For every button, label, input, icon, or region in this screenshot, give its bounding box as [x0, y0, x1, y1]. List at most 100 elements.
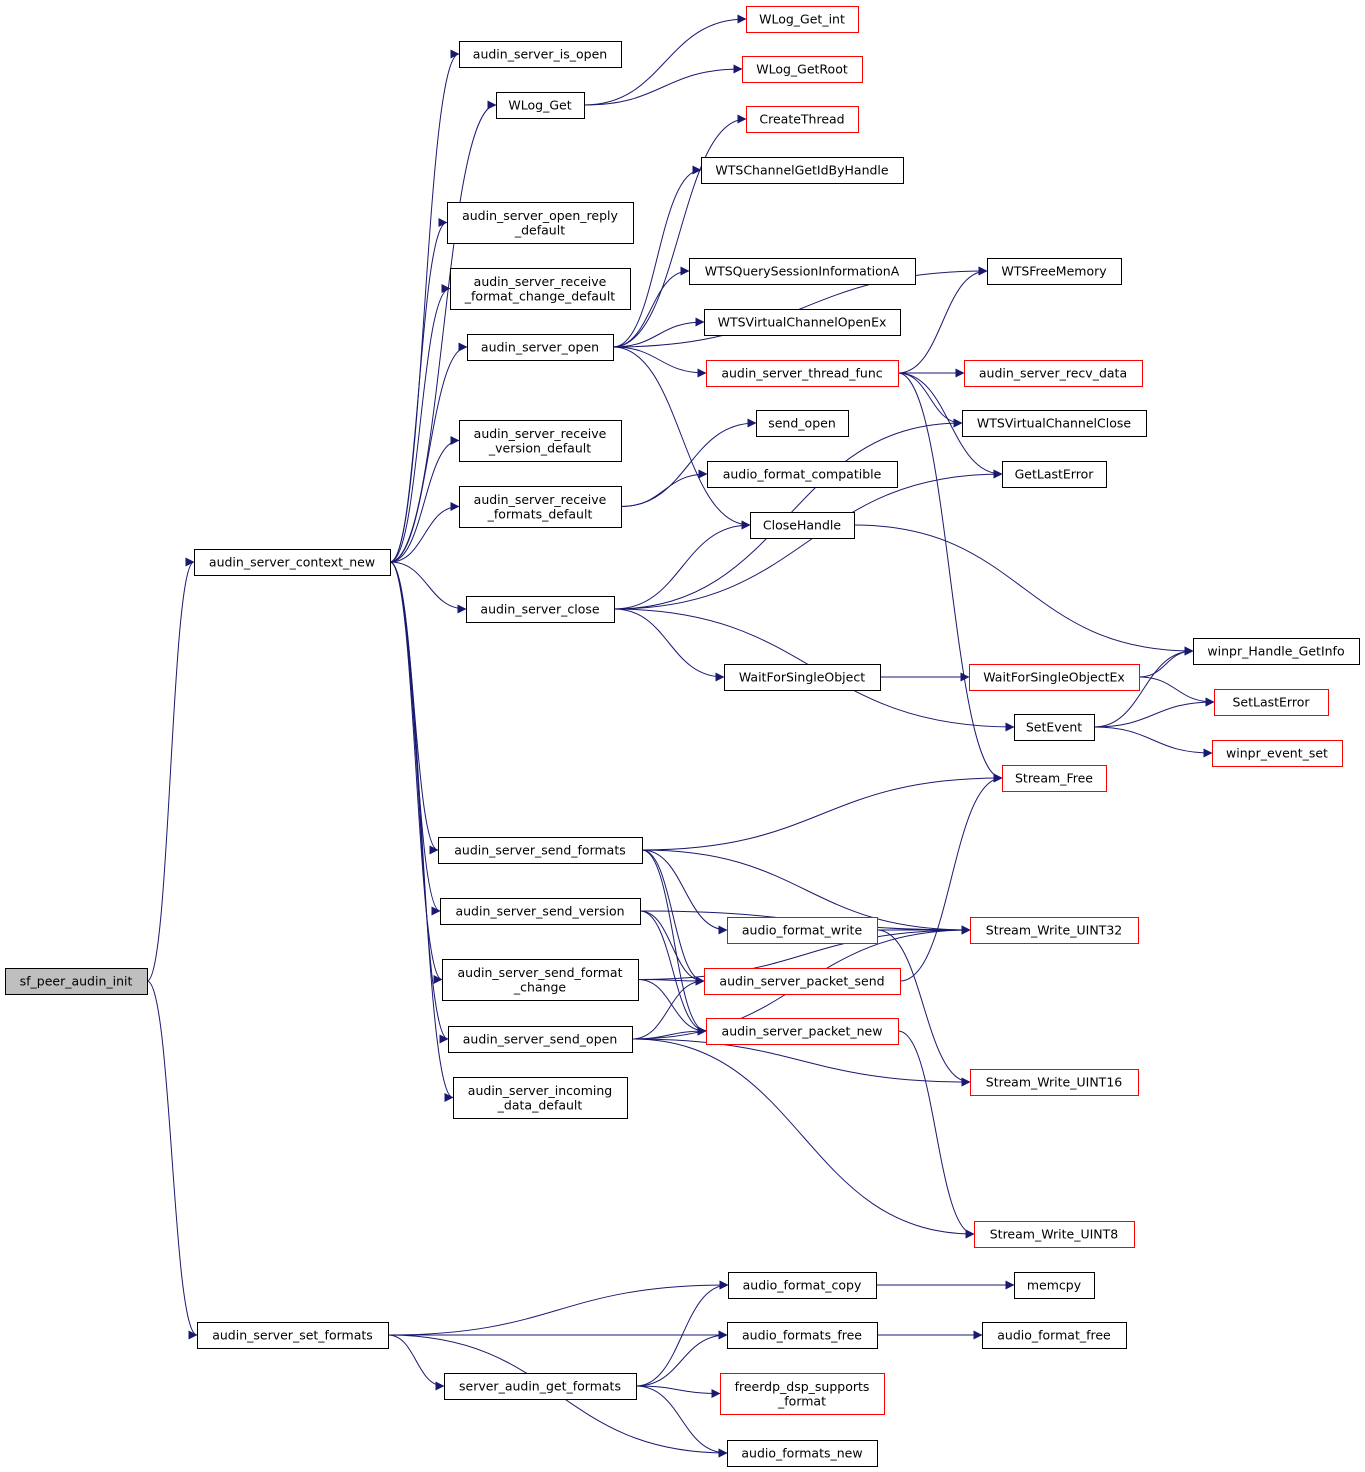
node-label: audin_server_packet_send: [719, 974, 884, 989]
node-box: [5, 968, 148, 995]
function-node-wlog-get-int[interactable]: WLog_Get_int: [746, 6, 859, 33]
function-node-audin-server-context-new[interactable]: audin_server_context_new: [194, 549, 391, 576]
function-node-freerdp-dsp-supports-format[interactable]: freerdp_dsp_supports_format: [720, 1373, 885, 1415]
function-node-audin-server-open-reply-default[interactable]: audin_server_open_reply_default: [447, 202, 634, 244]
node-label: winpr_event_set: [1226, 746, 1328, 761]
node-label: audio_format_copy: [743, 1278, 862, 1293]
node-label: CloseHandle: [763, 518, 841, 533]
function-node-audin-server-receive-format-change-default[interactable]: audin_server_receive_format_change_defau…: [450, 268, 631, 310]
node-box: [969, 664, 1140, 691]
function-node-stream-free[interactable]: Stream_Free: [1002, 765, 1107, 792]
call-edge-path: [612, 165, 702, 348]
function-node-audin-server-receive-version-default[interactable]: audin_server_receive_version_default: [459, 420, 622, 462]
function-node-wtsquerysessioninformationa[interactable]: WTSQuerySessionInformationA: [689, 258, 916, 285]
function-node-send-open[interactable]: send_open: [756, 410, 849, 437]
node-box: [442, 959, 639, 1001]
function-node-audin-server-close[interactable]: audin_server_close: [466, 596, 615, 623]
function-node-audin-server-is-open[interactable]: audin_server_is_open: [459, 41, 622, 68]
call-edge: [389, 49, 460, 563]
node-box: [987, 258, 1122, 285]
node-box: [706, 1018, 899, 1045]
function-node-setlasterror[interactable]: SetLastError: [1214, 689, 1329, 716]
function-node-audin-server-send-formats[interactable]: audin_server_send_formats: [438, 837, 643, 864]
function-node-audin-server-receive-formats-default[interactable]: audin_server_receive_formats_default: [459, 486, 622, 528]
function-node-closehandle[interactable]: CloseHandle: [750, 512, 855, 539]
function-node-wlog-get[interactable]: WLog_Get: [496, 92, 585, 119]
function-node-server-audin-get-formats[interactable]: server_audin_get_formats: [444, 1373, 637, 1400]
node-label: WLog_GetRoot: [756, 62, 848, 77]
function-node-sf-peer-audin-init: sf_peer_audin_init: [5, 968, 148, 995]
node-label: Stream_Write_UINT8: [990, 1227, 1119, 1242]
node-box: [970, 1069, 1139, 1096]
node-box: [444, 1373, 637, 1400]
function-node-audio-formats-free[interactable]: audio_formats_free: [727, 1322, 878, 1349]
call-edge: [1138, 646, 1194, 678]
node-box: [728, 1272, 877, 1299]
function-node-audio-formats-new[interactable]: audio_formats_new: [727, 1440, 878, 1467]
function-node-audin-server-send-format-change[interactable]: audin_server_send_format_change: [442, 959, 639, 1001]
call-edge-path: [897, 372, 963, 428]
function-node-audin-server-incoming-data-default[interactable]: audin_server_incoming_data_default: [453, 1077, 628, 1119]
call-edge-path: [583, 14, 747, 106]
node-label: WTSFreeMemory: [1001, 264, 1107, 279]
function-node-audin-server-send-open[interactable]: audin_server_send_open: [448, 1026, 633, 1053]
function-node-audin-server-packet-new[interactable]: audin_server_packet_new: [706, 1018, 899, 1045]
function-node-createthread[interactable]: CreateThread: [746, 106, 859, 133]
function-node-getlasterror[interactable]: GetLastError: [1002, 461, 1107, 488]
call-edge: [387, 1280, 729, 1336]
function-node-stream-write-uint32[interactable]: Stream_Write_UINT32: [970, 917, 1139, 944]
function-node-waitforsingleobjectex[interactable]: WaitForSingleObjectEx: [969, 664, 1140, 691]
node-box: [197, 1322, 389, 1349]
function-node-audio-format-write[interactable]: audio_format_write: [727, 917, 878, 944]
call-edge-path: [612, 346, 707, 378]
call-edge: [635, 1280, 729, 1387]
call-edge: [389, 561, 443, 984]
call-edge-path: [389, 561, 443, 984]
node-box: [1014, 1272, 1095, 1299]
node-label: audin_server_packet_new: [722, 1024, 883, 1039]
call-edge: [639, 910, 705, 986]
call-edge: [146, 557, 195, 982]
function-node-audin-server-send-version[interactable]: audin_server_send_version: [440, 898, 641, 925]
function-node-wtsvirtualchannelclose[interactable]: WTSVirtualChannelClose: [962, 410, 1147, 437]
function-node-wtschannelgetidbyhandle[interactable]: WTSChannelGetIdByHandle: [701, 157, 904, 184]
function-node-wlog-getroot[interactable]: WLog_GetRoot: [742, 56, 863, 83]
function-node-winpr-event-set[interactable]: winpr_event_set: [1212, 740, 1343, 767]
call-edge-path: [639, 910, 705, 986]
function-node-wtsvirtualchannelopenex[interactable]: WTSVirtualChannelOpenEx: [704, 309, 901, 336]
function-node-setevent[interactable]: SetEvent: [1014, 714, 1095, 741]
call-edge: [897, 372, 963, 428]
function-node-audin-server-thread-func[interactable]: audin_server_thread_func: [706, 360, 899, 387]
call-edge: [389, 100, 497, 563]
node-box: [459, 420, 622, 462]
function-node-audio-format-compatible[interactable]: audio_format_compatible: [707, 461, 898, 488]
function-node-audio-format-free[interactable]: audio_format_free: [982, 1322, 1127, 1349]
call-edge: [897, 372, 1003, 783]
function-node-stream-write-uint16[interactable]: Stream_Write_UINT16: [970, 1069, 1139, 1096]
function-node-memcpy[interactable]: memcpy: [1014, 1272, 1095, 1299]
function-node-audio-format-copy[interactable]: audio_format_copy: [728, 1272, 877, 1299]
function-node-audin-server-open[interactable]: audin_server_open: [467, 334, 614, 361]
call-edge-path: [853, 524, 1194, 656]
node-box: [706, 360, 899, 387]
function-node-audin-server-set-formats[interactable]: audin_server_set_formats: [197, 1322, 389, 1349]
function-node-waitforsingleobject[interactable]: WaitForSingleObject: [724, 664, 881, 691]
function-node-stream-write-uint8[interactable]: Stream_Write_UINT8: [974, 1221, 1135, 1248]
node-label: Stream_Free: [1015, 771, 1093, 786]
function-node-audin-server-recv-data[interactable]: audin_server_recv_data: [964, 360, 1143, 387]
node-box: [447, 202, 634, 244]
call-edge-path: [897, 372, 1003, 783]
call-edge-path: [612, 114, 747, 348]
call-edge-path: [389, 561, 454, 1102]
call-edge: [635, 1385, 728, 1458]
node-label: winpr_Handle_GetInfo: [1207, 644, 1344, 659]
call-edge: [897, 1030, 975, 1239]
call-edge: [876, 929, 971, 1087]
node-label: audin_server_is_open: [473, 47, 607, 62]
function-node-wtsfreememory[interactable]: WTSFreeMemory: [987, 258, 1122, 285]
function-node-winpr-handle-getinfo[interactable]: winpr_Handle_GetInfo: [1193, 638, 1360, 665]
node-box: [746, 106, 859, 133]
call-edge: [1093, 726, 1213, 758]
function-node-audin-server-packet-send[interactable]: audin_server_packet_send: [704, 968, 901, 995]
call-edge: [583, 64, 743, 106]
